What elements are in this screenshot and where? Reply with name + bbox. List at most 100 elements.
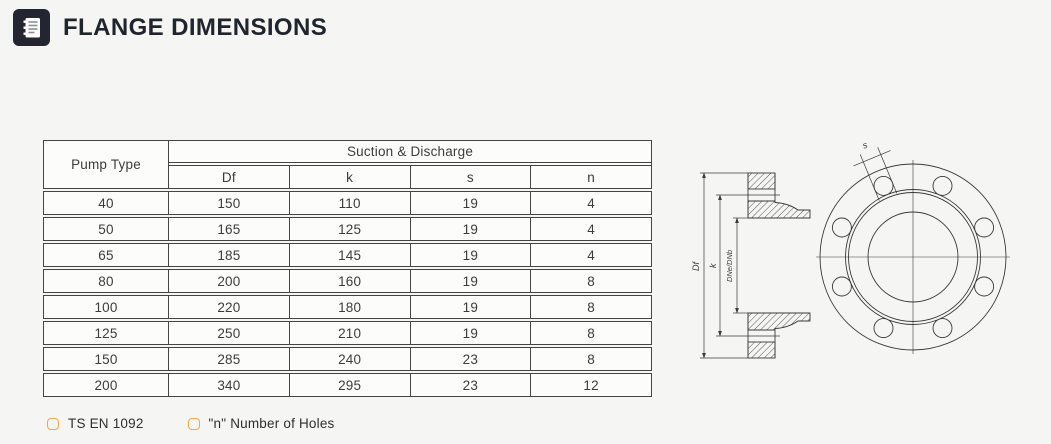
table-row: 80 200 160 19 8 <box>43 269 652 293</box>
cell-value: 50 <box>98 221 114 237</box>
cell-n: 8 <box>531 348 651 370</box>
cell-pump-type: 150 <box>44 348 169 370</box>
cell-df: 220 <box>169 296 290 318</box>
table-row: 50 165 125 19 4 <box>43 217 652 241</box>
cell-value: 125 <box>94 325 118 341</box>
cell-value: 8 <box>587 273 595 289</box>
table-header: Pump Type Suction & Discharge Df k s n <box>43 140 652 189</box>
note-standard-label: TS EN 1092 <box>68 416 144 431</box>
subheader-row: Df k s n <box>169 165 651 188</box>
table-row: 200 340 295 23 12 <box>43 373 652 397</box>
cell-value: 19 <box>462 195 479 211</box>
cell-value: 80 <box>98 273 114 289</box>
cell-n: 8 <box>531 296 651 318</box>
cell-s: 19 <box>411 192 532 214</box>
notebook-icon <box>13 9 50 46</box>
note-holes: "n" Number of Holes <box>187 416 335 431</box>
column-header-k-label: k <box>346 169 354 185</box>
cell-value: 23 <box>462 351 479 367</box>
flange-technical-drawing: Df k DNe/DNb <box>691 140 1010 359</box>
cell-value: 150 <box>217 195 241 211</box>
flange-hub-bottom-section <box>747 312 811 331</box>
cell-value: 19 <box>462 221 479 237</box>
cell-k: 125 <box>290 218 411 240</box>
cell-value: 200 <box>217 273 241 289</box>
cell-k: 180 <box>290 296 411 318</box>
cell-n: 4 <box>531 218 651 240</box>
bolt-hole <box>831 217 852 238</box>
cell-k: 160 <box>290 270 411 292</box>
cell-value: 220 <box>217 299 241 315</box>
cell-value: 4 <box>587 221 595 237</box>
column-header-pump-type: Pump Type <box>44 141 169 188</box>
bolt-hole <box>932 175 953 196</box>
dim-leader-s <box>853 147 898 201</box>
cell-value: 210 <box>338 325 362 341</box>
cell-value: 340 <box>217 377 241 393</box>
cell-value: 160 <box>338 273 362 289</box>
bolt-hole <box>974 276 995 297</box>
dim-label-df: Df <box>691 261 701 271</box>
cell-value: 4 <box>587 195 595 211</box>
column-header-n: n <box>531 166 651 188</box>
cell-df: 340 <box>169 374 290 396</box>
cell-pump-type: 200 <box>44 374 169 396</box>
flange-dimensions-table: Pump Type Suction & Discharge Df k s n 4… <box>43 140 652 397</box>
cell-s: 19 <box>411 322 532 344</box>
cell-value: 19 <box>462 325 479 341</box>
cell-pump-type: 50 <box>44 218 169 240</box>
bolt-hole <box>932 318 953 339</box>
cell-value: 100 <box>94 299 118 315</box>
cell-pump-type: 80 <box>44 270 169 292</box>
cell-s: 19 <box>411 270 532 292</box>
note-standard: TS EN 1092 <box>47 416 144 431</box>
cell-value: 240 <box>338 351 362 367</box>
cell-pump-type: 65 <box>44 244 169 266</box>
column-header-s: s <box>411 166 532 188</box>
cell-value: 12 <box>583 377 599 393</box>
cell-s: 19 <box>411 218 532 240</box>
cell-s: 19 <box>411 244 532 266</box>
orange-bullet-icon <box>187 417 200 430</box>
cell-value: 19 <box>462 273 479 289</box>
table-row: 65 185 145 19 4 <box>43 243 652 267</box>
cell-value: 40 <box>98 195 114 211</box>
cell-n: 4 <box>531 244 651 266</box>
cell-value: 150 <box>94 351 118 367</box>
cell-k: 145 <box>290 244 411 266</box>
cell-n: 12 <box>531 374 651 396</box>
group-header-label: Suction & Discharge <box>346 144 474 159</box>
page-header: FLANGE DIMENSIONS <box>13 9 327 46</box>
table-row: 100 220 180 19 8 <box>43 295 652 319</box>
table-row: 40 150 110 19 4 <box>43 191 652 215</box>
bolt-hole <box>974 217 995 238</box>
cell-pump-type: 40 <box>44 192 169 214</box>
cell-k: 110 <box>290 192 411 214</box>
bolt-hole <box>873 175 894 196</box>
column-header-n-label: n <box>587 169 595 185</box>
cell-k: 240 <box>290 348 411 370</box>
cell-value: 8 <box>587 299 595 315</box>
cell-value: 8 <box>587 325 595 341</box>
cell-df: 200 <box>169 270 290 292</box>
cell-pump-type: 125 <box>44 322 169 344</box>
cell-s: 23 <box>411 348 532 370</box>
column-header-df-label: Df <box>221 169 236 185</box>
cell-value: 295 <box>338 377 362 393</box>
cell-value: 125 <box>338 221 362 237</box>
page-title: FLANGE DIMENSIONS <box>63 13 328 41</box>
cell-df: 285 <box>169 348 290 370</box>
cell-n: 4 <box>531 192 651 214</box>
dim-label-s: s <box>861 140 869 151</box>
cell-value: 65 <box>98 247 114 263</box>
footnotes: TS EN 1092 "n" Number of Holes <box>47 416 334 431</box>
cell-value: 4 <box>587 247 595 263</box>
cell-df: 250 <box>169 322 290 344</box>
column-header-df: Df <box>169 166 290 188</box>
table-row: 125 250 210 19 8 <box>43 321 652 345</box>
column-header-s-label: s <box>466 169 474 185</box>
dim-label-bore: DNe/DNb <box>725 250 734 282</box>
cell-value: 250 <box>217 325 241 341</box>
cell-s: 19 <box>411 296 532 318</box>
cell-value: 200 <box>94 377 118 393</box>
